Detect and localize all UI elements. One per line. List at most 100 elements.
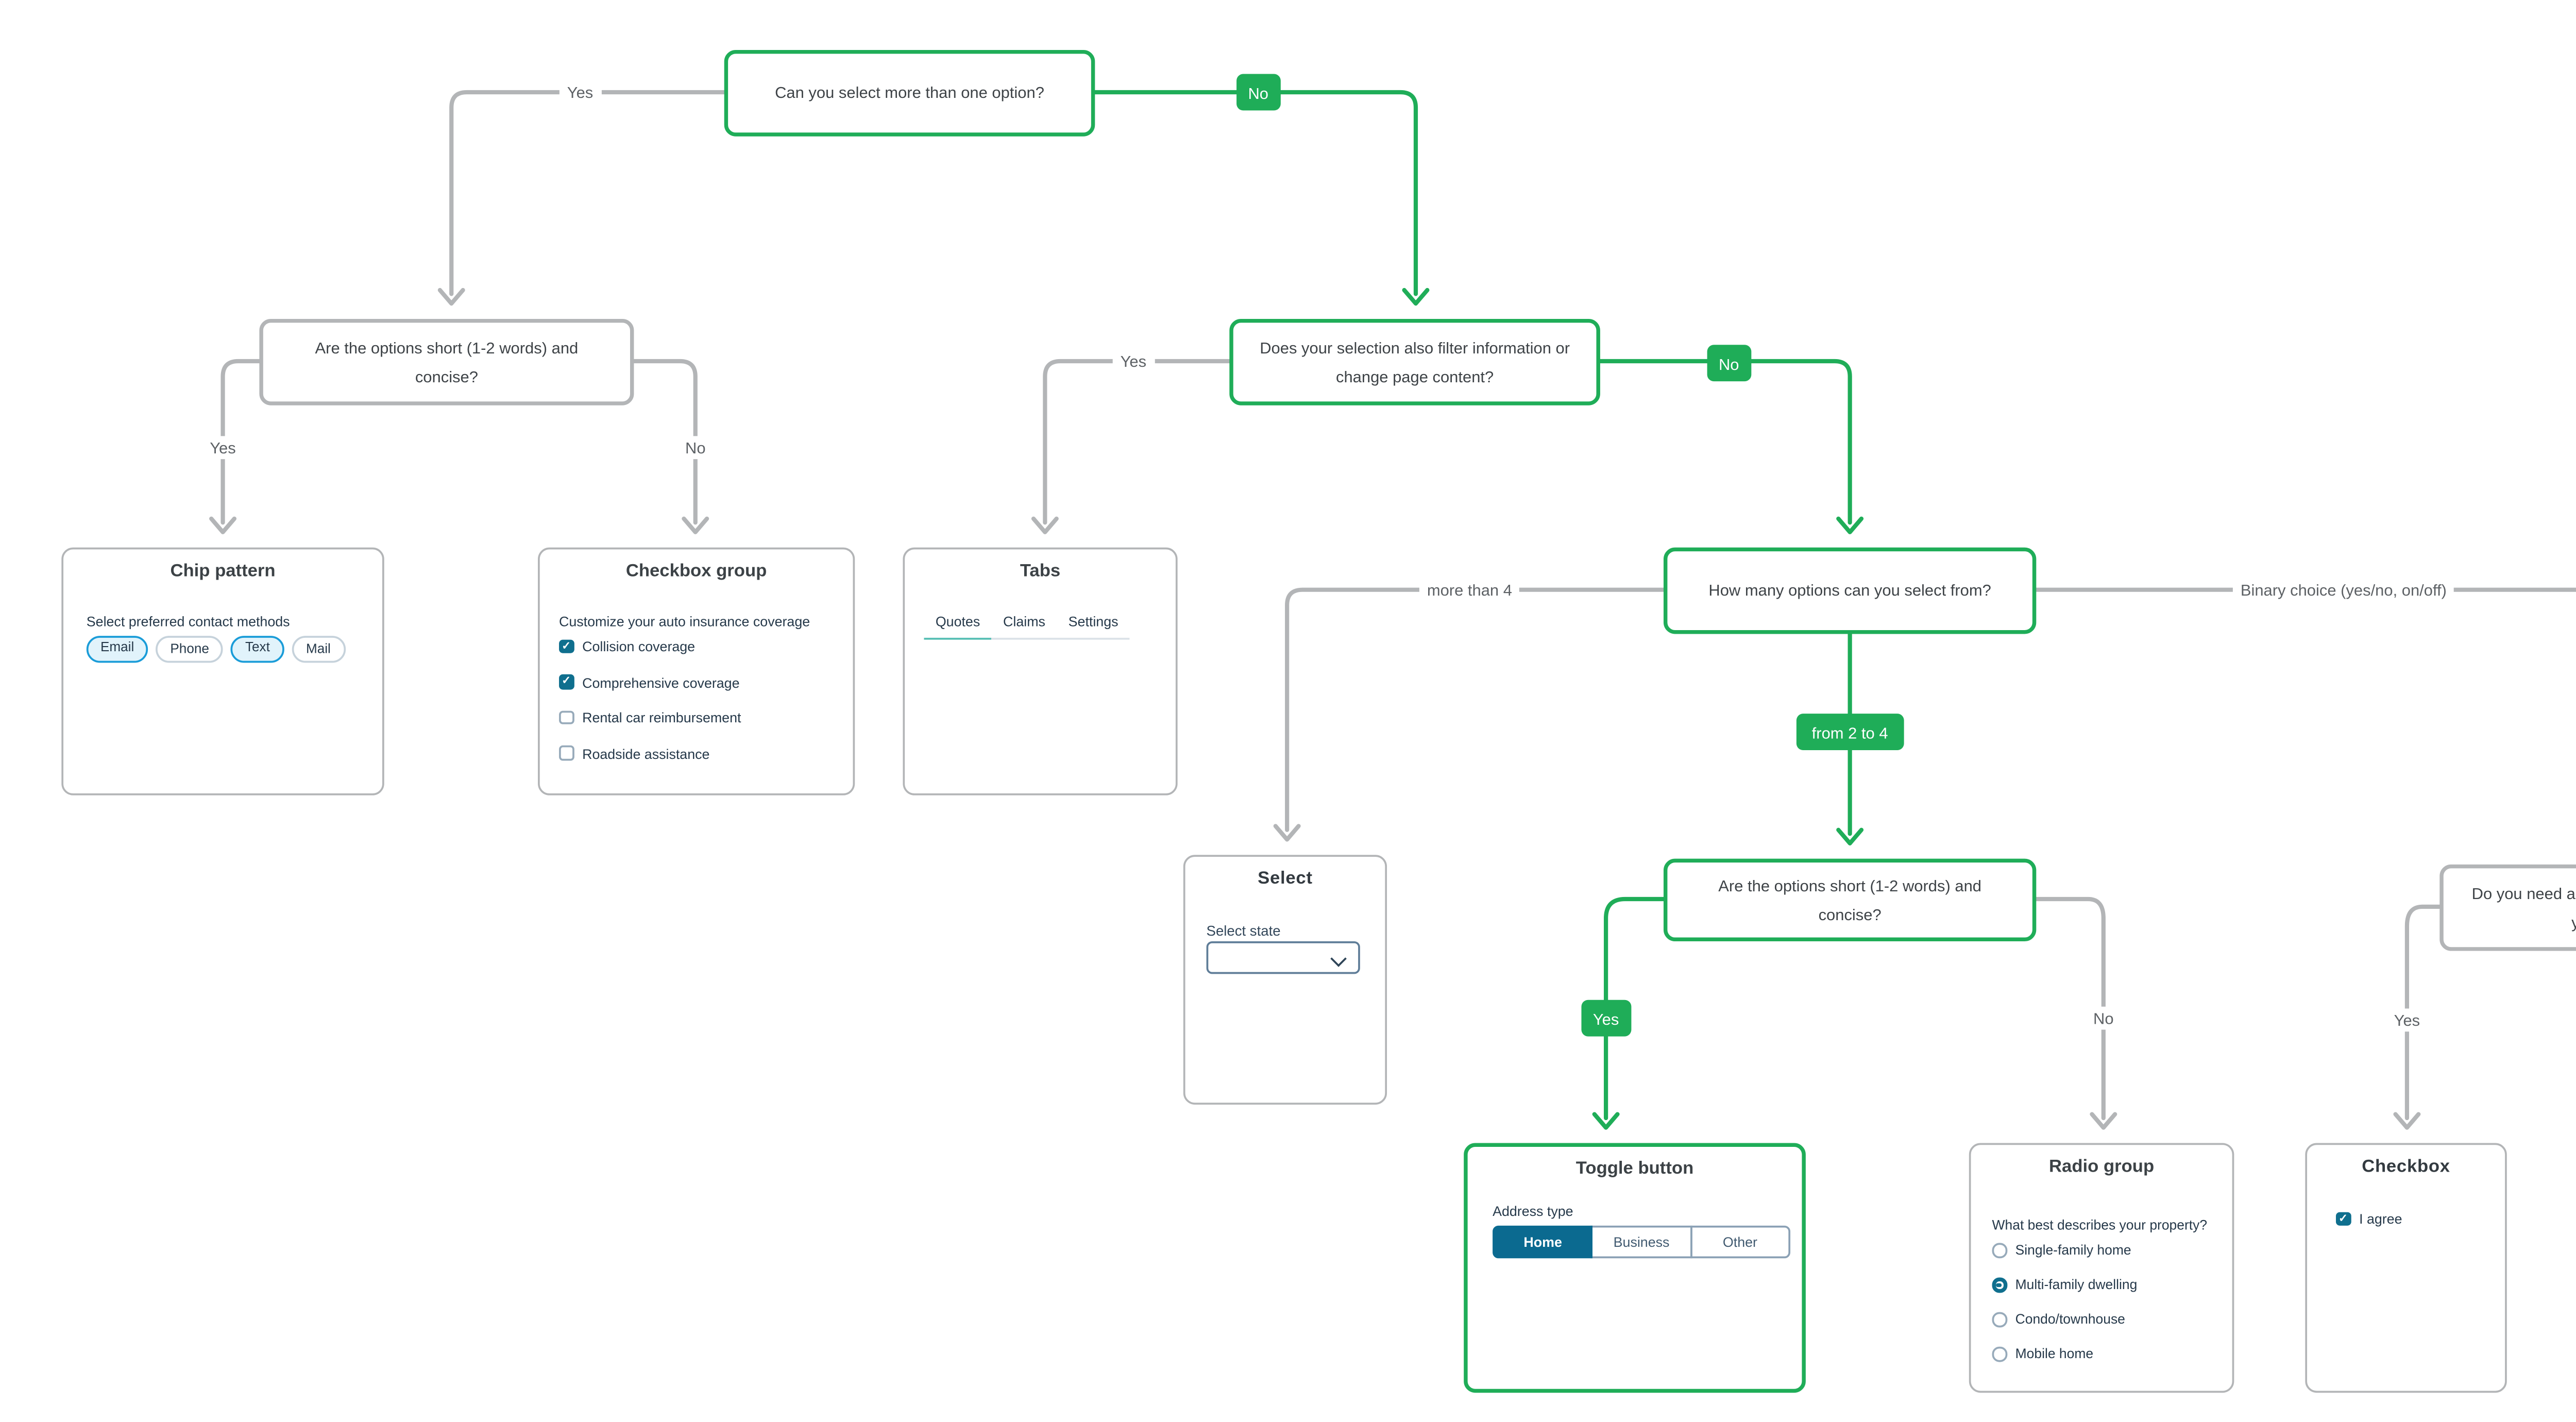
edge-label-more-than-4: more than 4 xyxy=(1419,578,1520,602)
radio-option-label: Condo/townhouse xyxy=(2015,1312,2125,1328)
chip-group-label: Select preferred contact methods xyxy=(86,613,290,630)
edge-label-yes-3: Yes xyxy=(1112,349,1155,373)
edge-label-binary-choice: Binary choice (yes/no, on/off) xyxy=(2232,578,2454,602)
arrow-into-checkbox-card xyxy=(2393,1112,2421,1130)
decision-node-how-many-options: How many options can you select from? xyxy=(1663,547,2037,634)
checkbox-option-rental[interactable]: Rental car reimbursement xyxy=(559,709,741,727)
edge-badge-yes-4: Yes xyxy=(1581,1000,1631,1037)
checkbox-group-title: Checkbox group xyxy=(625,561,767,581)
radio-option-single-family[interactable]: Single-family home xyxy=(1992,1243,2138,1258)
edge-q2-no xyxy=(632,359,698,525)
decision-node-multi-select: Can you select more than one option? xyxy=(724,49,1095,137)
tab-claims[interactable]: Claims xyxy=(1003,613,1045,630)
checkbox-option-collision[interactable]: ✓ Collision coverage xyxy=(559,638,741,655)
checkbox-unchecked-icon[interactable] xyxy=(559,710,574,725)
decision-node-filter-content: Does your selection also filter informat… xyxy=(1229,318,1600,405)
edge-q5-no xyxy=(2034,896,2106,1121)
checkbox-group-list: ✓ Collision coverage ✓ Comprehensive cov… xyxy=(559,638,741,781)
edge-q5-yes xyxy=(1604,896,1666,1121)
arrow-into-q4 xyxy=(1836,516,1864,534)
arrow-into-chip-card xyxy=(209,516,236,534)
toggle-group-label: Address type xyxy=(1493,1203,1573,1220)
edge-badge-no-1: No xyxy=(1236,74,1280,111)
decision-node-short-options-left: Are the options short (1-2 words) and co… xyxy=(259,318,634,405)
select-card: Select Select state xyxy=(1183,855,1387,1105)
chip-phone[interactable]: Phone xyxy=(156,636,224,663)
checkbox-group-card: Checkbox group Customize your auto insur… xyxy=(538,547,855,795)
arrow-into-radio-card xyxy=(2090,1112,2117,1130)
radio-list: Single-family home Multi-family dwelling… xyxy=(1992,1243,2138,1381)
checkbox-title: Checkbox xyxy=(2362,1156,2450,1176)
edge-badge-from-2-to-4: from 2 to 4 xyxy=(1796,714,1904,751)
edge-label-yes-1: Yes xyxy=(559,80,601,104)
radio-option-label: Mobile home xyxy=(2015,1346,2094,1362)
edge-label-yes-5: Yes xyxy=(2386,1008,2428,1032)
checkbox-option-comprehensive[interactable]: ✓ Comprehensive coverage xyxy=(559,673,741,691)
tab-settings[interactable]: Settings xyxy=(1068,613,1118,630)
checkbox-group-label: Customize your auto insurance coverage xyxy=(559,613,810,630)
radio-unselected-icon[interactable] xyxy=(1992,1243,2007,1258)
radio-selected-icon[interactable] xyxy=(1992,1278,2007,1293)
radio-group-card: Radio group What best describes your pro… xyxy=(1969,1143,2234,1393)
decision-node-confirm-action: Do you need an additional action to conf… xyxy=(2439,864,2576,951)
select-dropdown[interactable] xyxy=(1206,941,1360,974)
checkbox-card: Checkbox ✓ I agree xyxy=(2305,1143,2507,1393)
tabs-bar: Quotes Claims Settings xyxy=(924,613,1130,640)
checkbox-option-label: Comprehensive coverage xyxy=(582,673,740,691)
agree-checkbox-row[interactable]: ✓ I agree xyxy=(2335,1210,2402,1228)
edge-label-no-2: No xyxy=(677,436,714,460)
tabs-card: Tabs Quotes Claims Settings xyxy=(903,547,1178,795)
chip-pattern-card: Chip pattern Select preferred contact me… xyxy=(61,547,384,795)
decision-node-short-options-mid: Are the options short (1-2 words) and co… xyxy=(1663,858,2037,942)
checkbox-option-roadside[interactable]: Roadside assistance xyxy=(559,744,741,763)
edge-q3-yes xyxy=(1043,359,1232,525)
edge-badge-no-3: No xyxy=(1707,345,1751,382)
radio-unselected-icon[interactable] xyxy=(1992,1312,2007,1327)
segment-home[interactable]: Home xyxy=(1493,1225,1594,1258)
chip-mail[interactable]: Mail xyxy=(291,636,345,663)
edge-label-yes-2: Yes xyxy=(202,436,244,460)
radio-option-mobile-home[interactable]: Mobile home xyxy=(1992,1347,2138,1362)
radio-option-label: Single-family home xyxy=(2015,1243,2131,1259)
checkbox-unchecked-icon[interactable] xyxy=(559,746,574,761)
checkbox-option-label: Roadside assistance xyxy=(582,744,710,763)
arrow-into-q3 xyxy=(1402,287,1430,306)
checkbox-option-label: Rental car reimbursement xyxy=(582,709,741,727)
edge-q3-no xyxy=(1598,359,1852,525)
radio-group-title: Radio group xyxy=(2049,1156,2155,1176)
edge-q2-yes xyxy=(221,359,262,525)
tab-quotes[interactable]: Quotes xyxy=(924,613,992,640)
select-title: Select xyxy=(1258,868,1313,888)
agree-label: I agree xyxy=(2359,1210,2402,1228)
checkbox-option-label: Collision coverage xyxy=(582,637,696,655)
checkbox-checked-icon[interactable]: ✓ xyxy=(2335,1211,2351,1226)
radio-option-multi-family[interactable]: Multi-family dwelling xyxy=(1992,1277,2138,1293)
arrow-into-tabs-card xyxy=(1031,516,1059,534)
arrow-into-select-card xyxy=(1273,824,1301,842)
arrow-into-checkbox-group-card xyxy=(682,516,709,534)
chip-pattern-title: Chip pattern xyxy=(170,561,276,581)
chip-text[interactable]: Text xyxy=(231,636,284,663)
toggle-button-card: Toggle button Address type Home Business… xyxy=(1464,1143,1806,1393)
radio-group-label: What best describes your property? xyxy=(1992,1217,2208,1233)
checkbox-checked-icon[interactable]: ✓ xyxy=(559,639,574,654)
radio-option-label: Multi-family dwelling xyxy=(2015,1277,2138,1293)
segment-other[interactable]: Other xyxy=(1689,1225,1790,1258)
edge-q6-yes xyxy=(2404,904,2442,1121)
checkbox-checked-icon[interactable]: ✓ xyxy=(559,674,574,690)
radio-unselected-icon[interactable] xyxy=(1992,1347,2007,1362)
arrow-into-q2 xyxy=(437,287,465,306)
segmented-control: Home Business Other xyxy=(1493,1225,1790,1258)
chip-email[interactable]: Email xyxy=(86,636,148,663)
edge-q1-no xyxy=(1093,90,1418,296)
chip-row: Email Phone Text Mail xyxy=(86,636,345,663)
toggle-button-title: Toggle button xyxy=(1575,1158,1694,1178)
radio-option-condo[interactable]: Condo/townhouse xyxy=(1992,1312,2138,1328)
arrow-into-toggle-card xyxy=(1592,1112,1620,1130)
edge-q4-binary xyxy=(2034,587,2576,592)
tabs-title: Tabs xyxy=(1020,561,1061,581)
segment-business[interactable]: Business xyxy=(1591,1225,1692,1258)
